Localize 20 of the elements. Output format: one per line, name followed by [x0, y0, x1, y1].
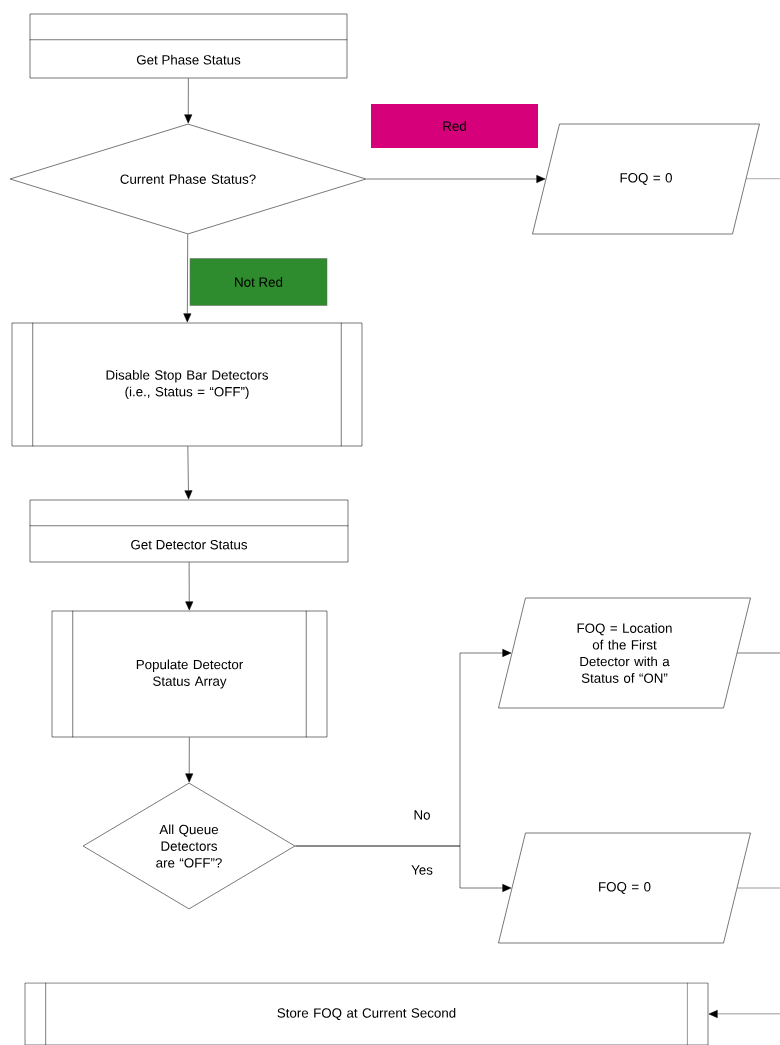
arrow [184, 446, 193, 500]
edge-label: Not Red [189, 258, 328, 306]
edge-label: Red [371, 104, 538, 148]
data-parallelogram: FOQ = 0 [532, 123, 760, 235]
subprocess-box: Disable Stop Bar Detectors (i.e., Status = “OFF”) [11, 322, 363, 447]
arrow [295, 845, 512, 892]
arrow [185, 562, 194, 611]
subprocess-box: Populate Detector Status Array [51, 610, 328, 738]
edge-label: No [412, 809, 432, 821]
process-box: Get Detector Status [29, 499, 349, 563]
arrow [366, 175, 546, 183]
edge-label: Yes [409, 864, 435, 876]
arrow [184, 78, 193, 124]
arrow [185, 737, 194, 783]
process-box: Get Phase Status [29, 13, 348, 79]
arrow [708, 1010, 780, 1018]
data-parallelogram: FOQ = 0 [498, 832, 751, 944]
data-parallelogram: FOQ = Location of the First Detector with a Status of “ON” [498, 597, 751, 709]
arrow [183, 233, 192, 323]
subprocess-box: Store FOQ at Current Second [24, 982, 709, 1045]
